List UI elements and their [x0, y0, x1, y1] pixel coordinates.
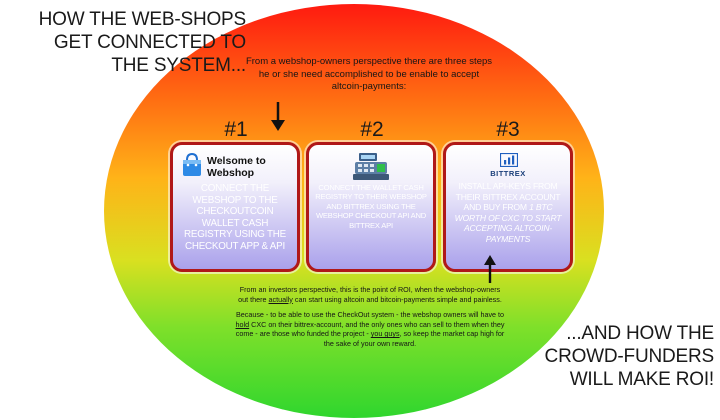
investor-paragraph-1: From an investors perspective, this is t…: [238, 285, 502, 304]
bittrex-logo-icon: [500, 153, 518, 167]
step-number-2: #2: [360, 118, 384, 141]
shopping-bag-icon: [183, 153, 201, 176]
headline-crowdfunders: ...AND HOW THE CROWD-FUNDERS WILL MAKE R…: [544, 323, 715, 390]
step-card-1: Welsome to Webshop CONNECT THE WEBSHOP T…: [170, 142, 300, 272]
arrow-up-icon: [484, 255, 496, 283]
arrow-down-icon: [271, 102, 285, 131]
investor-paragraph-2: Because - to be able to use the CheckOut…: [235, 310, 505, 348]
card-3-text: INSTALL API-KEYS FROM THEIR BITTREX ACCO…: [454, 181, 562, 244]
bittrex-logo-text: BITTREX: [490, 169, 526, 178]
investor-text: From an investors perspective, this is t…: [234, 285, 506, 355]
card-2-text: CONNECT THE WALLET CASH REGISTRY TO THEI…: [315, 183, 427, 230]
card-1-title: Welsome to Webshop: [207, 155, 266, 179]
cash-register-icon: [353, 153, 389, 180]
card-1-text: CONNECT THE WEBSHOP TO THE CHECKOUTCOIN …: [183, 183, 286, 252]
step-number-1: #1: [224, 118, 248, 141]
headline-webshops: HOW THE WEB-SHOPS GET CONNECTED TO THE S…: [38, 9, 247, 76]
step-card-3: BITTREX INSTALL API-KEYS FROM THEIR BITT…: [443, 142, 573, 272]
intro-text: From a webshop-owners perspective there …: [245, 56, 493, 92]
step-card-2: CONNECT THE WALLET CASH REGISTRY TO THEI…: [306, 142, 436, 272]
step-number-3: #3: [496, 118, 520, 141]
